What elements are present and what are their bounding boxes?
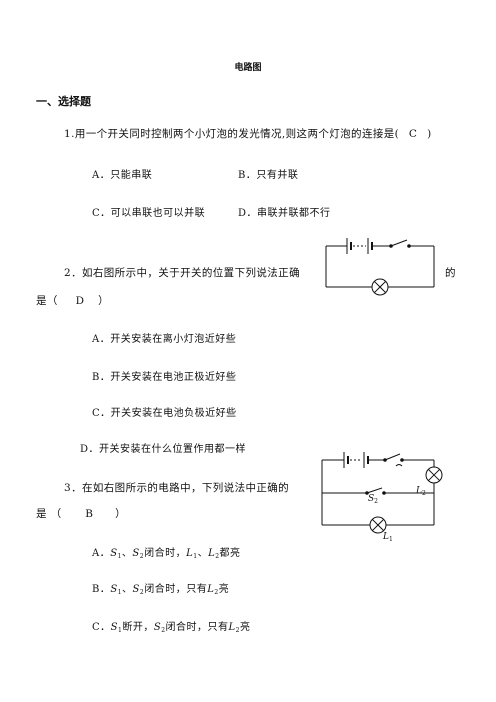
- page-title: 电路图: [234, 63, 262, 73]
- q1-answer: C: [408, 128, 418, 140]
- section-heading-text: 一、选择题: [36, 95, 91, 108]
- q2-line2-prefix: 是（: [36, 295, 58, 307]
- q1-option-b: B．只有并联: [238, 170, 299, 181]
- q3-option-c: C．S1断开，S2闭合时，只有L2亮: [92, 622, 251, 634]
- q3-line2: 是 （ B ）: [36, 506, 126, 521]
- q3-switch-s1-blade: [384, 453, 401, 461]
- q2-option-c: C．开关安装在电池负极近好些: [92, 408, 237, 419]
- q3-line2-prefix: 是 （: [36, 508, 62, 520]
- q3-stem: 3．在如右图所示的电路中，下列说法中正确的: [64, 482, 290, 494]
- q2-line2-close: ）: [98, 295, 110, 307]
- q3-option-a: A．S1、S2闭合时，L1、L2都亮: [92, 548, 241, 560]
- q2-stem-tail: 的: [445, 267, 456, 279]
- q2-option-d: D．开关安装在什么位置作用都一样: [80, 444, 247, 455]
- q3-switch-s2-blade: [366, 487, 383, 494]
- q2-stem: 2．如右图所示中，关于开关的位置下列说法正确: [64, 267, 300, 279]
- q1-stem: 1.用一个开关同时控制两个小灯泡的发光情况,则这两个灯泡的连接是( C ): [64, 126, 432, 141]
- q3-diagram-label-l2: L2: [416, 486, 426, 497]
- q3-diagram-label-s2: S2: [368, 494, 378, 505]
- section-heading: 一、选择题: [36, 93, 91, 109]
- q3-switch-s1-arc: [395, 464, 403, 467]
- q2-answer: D: [75, 295, 85, 307]
- q2-line2: 是（ D ）: [36, 293, 109, 308]
- q2-switch-blade: [390, 239, 408, 247]
- q1-stem-text: 1.用一个开关同时控制两个小灯泡的发光情况,则这两个灯泡的连接是(: [64, 128, 400, 140]
- q3-lamp-l2-cross: [427, 468, 441, 482]
- q3-line2-close: ）: [115, 508, 127, 520]
- q2-option-b: B．开关安装在电池正极近好些: [92, 372, 237, 383]
- q3-option-b: B．S1、S2闭合时，只有L2亮: [92, 584, 230, 596]
- q2-option-a: A．开关安装在离小灯泡近好些: [92, 334, 237, 345]
- q2-lamp-cross: [373, 280, 387, 294]
- q3-lamp-l1-cross: [371, 518, 385, 532]
- q1-option-a: A．只能串联: [92, 170, 153, 181]
- q3-diagram-label-l1: L1: [383, 532, 393, 543]
- q1-close: ): [427, 128, 432, 140]
- q3-answer: B: [85, 508, 94, 520]
- q1-option-d: D．串联并联都不行: [238, 208, 331, 219]
- q1-option-c: C．可以串联也可以并联: [92, 208, 206, 219]
